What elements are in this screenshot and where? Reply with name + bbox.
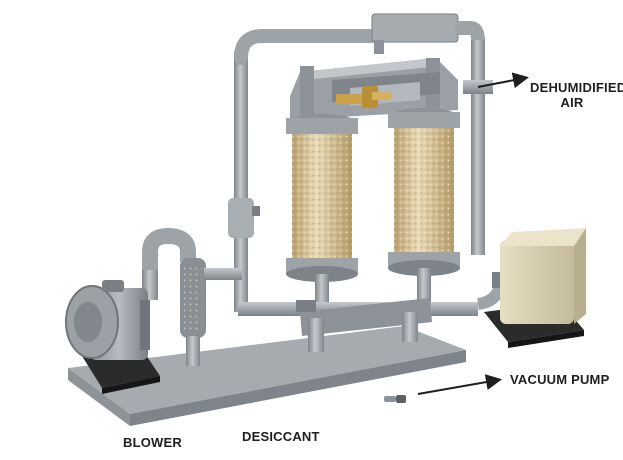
drain-fitting	[384, 395, 406, 403]
base-plate	[68, 326, 466, 426]
desiccant-tower-right	[388, 108, 460, 308]
dehumidified-air-label-line2: AIR	[560, 95, 584, 110]
inline-filter	[180, 258, 242, 366]
lower-manifold	[238, 298, 478, 352]
blower	[65, 280, 150, 360]
dehumidified-air-label-line1: DEHUMIDIFIED	[530, 80, 623, 95]
inlet-riser-pipe	[228, 198, 260, 238]
switching-valve	[336, 86, 392, 108]
vacuum-pump-arrow	[417, 374, 502, 395]
vacuum-pump	[484, 228, 586, 348]
dehumidified-air-arrow	[477, 72, 529, 89]
blower-label: BLOWER	[123, 435, 182, 450]
dehumidified-air-label: DEHUMIDIFIED AIR	[530, 80, 623, 110]
desiccant-label: DESICCANT	[242, 429, 320, 444]
desiccant-tower-left	[286, 114, 358, 314]
vacuum-pump-label: VACUUM PUMP	[510, 372, 610, 387]
